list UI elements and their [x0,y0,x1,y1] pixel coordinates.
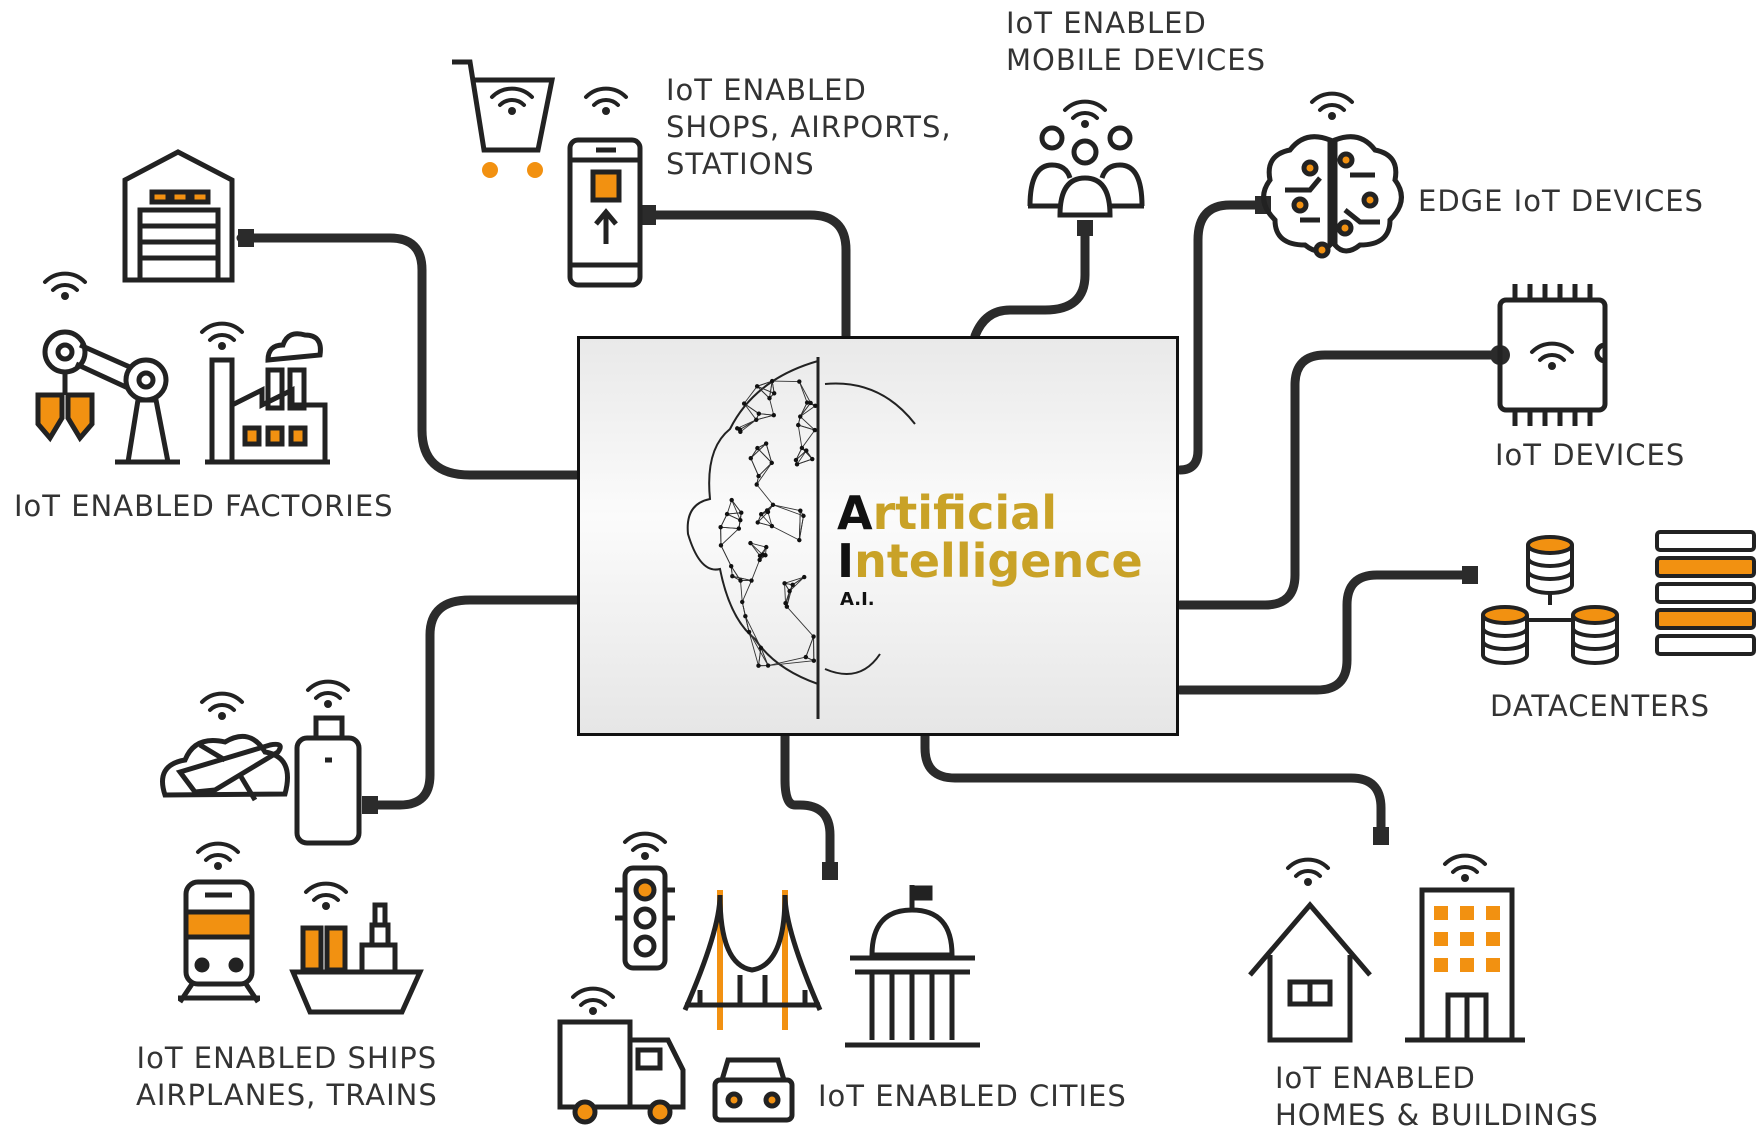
label-line: IoT ENABLED FACTORIES [14,489,394,523]
label-line: IoT DEVICES [1495,438,1686,472]
wifi-icon [1286,857,1330,888]
label-datacenters: DATACENTERS [1490,688,1710,725]
ai-abbreviation: A.I. [840,589,875,610]
wifi-icon [1530,341,1574,372]
shopping-cart-icon [452,59,556,178]
brain-icon [1261,134,1404,259]
wifi-icon [306,679,350,710]
warehouse-icon [122,149,235,283]
wifi-icon [1310,91,1354,122]
truck-icon [557,1019,686,1125]
label-iot-devices: IoT DEVICES [1495,437,1685,474]
label-line: IoT ENABLED CITIES [818,1079,1127,1113]
connector-cables [236,200,1505,875]
label-line: STATIONS [666,147,815,181]
ship-icon [289,902,424,1015]
cable-iot-devices [1175,350,1505,610]
label-line: IoT ENABLED [1275,1061,1476,1095]
ai-title-word-1: rtificial [872,486,1057,540]
office-building-icon [1405,887,1525,1043]
cable-cities [780,731,835,875]
label-line: MOBILE DEVICES [1006,43,1267,77]
label-line: IoT ENABLED SHIPS [136,1041,438,1075]
robot-arm-icon [35,329,180,465]
label-factories: IoT ENABLED FACTORIES [14,488,394,525]
wifi-icon [1443,853,1487,884]
wifi-icon [490,86,534,117]
label-line: HOMES & BUILDINGS [1275,1098,1599,1132]
label-mobile-devices: IoT ENABLED MOBILE DEVICES [1006,5,1266,79]
cable-homes [920,731,1386,840]
ai-title-initial-i: I [837,534,855,588]
label-line: EDGE IoT DEVICES [1418,184,1704,218]
wifi-icon [43,271,87,302]
label-cities: IoT ENABLED CITIES [818,1078,1127,1115]
wifi-icon [200,321,244,352]
chip-icon [1497,284,1608,426]
cable-ships [363,595,585,810]
traffic-light-icon [615,865,675,971]
wifi-icon [1063,99,1107,130]
smartphone-icon [567,137,643,288]
ai-title: Artificial Intelligence [837,489,1143,585]
wifi-icon [623,831,667,862]
server-rack-icon [1655,530,1756,656]
wifi-icon [304,881,348,912]
wifi-icon [584,86,628,117]
factory-icon [205,331,330,465]
car-icon [712,1057,795,1123]
label-line: IoT ENABLED [666,73,867,107]
label-line: IoT ENABLED [1006,6,1207,40]
cable-mobile [970,223,1090,341]
label-line: DATACENTERS [1490,689,1711,723]
capitol-building-icon [845,885,980,1048]
cable-edge [1175,200,1267,475]
label-line: SHOPS, AIRPORTS, [666,110,952,144]
cable-plugs [238,196,1510,880]
database-icon [1481,535,1619,665]
bridge-icon [682,890,823,1030]
ai-title-word-2: ntelligence [854,534,1143,588]
cable-factories [236,233,585,480]
airplane-cloud-icon [160,733,290,802]
train-icon [177,879,261,1004]
label-edge-iot-devices: EDGE IoT DEVICES [1418,183,1704,220]
ai-title-initial-a: A [837,486,873,540]
cable-shops [643,210,851,341]
label-shops: IoT ENABLED SHOPS, AIRPORTS, STATIONS [666,72,952,183]
people-group-icon [1027,125,1145,218]
ai-center-panel: Artificial Intelligence A.I. [577,336,1179,736]
suitcase-icon [294,715,362,846]
house-icon [1248,901,1372,1043]
wifi-icon [571,986,615,1017]
cable-datacenters [1175,570,1472,695]
label-line: AIRPLANES, TRAINS [136,1078,438,1112]
wifi-icon [196,841,240,872]
wifi-icon [200,691,244,722]
label-homes-buildings: IoT ENABLED HOMES & BUILDINGS [1275,1060,1599,1134]
label-ships-airplanes-trains: IoT ENABLED SHIPS AIRPLANES, TRAINS [136,1040,438,1114]
face-mesh-icon [686,357,916,719]
